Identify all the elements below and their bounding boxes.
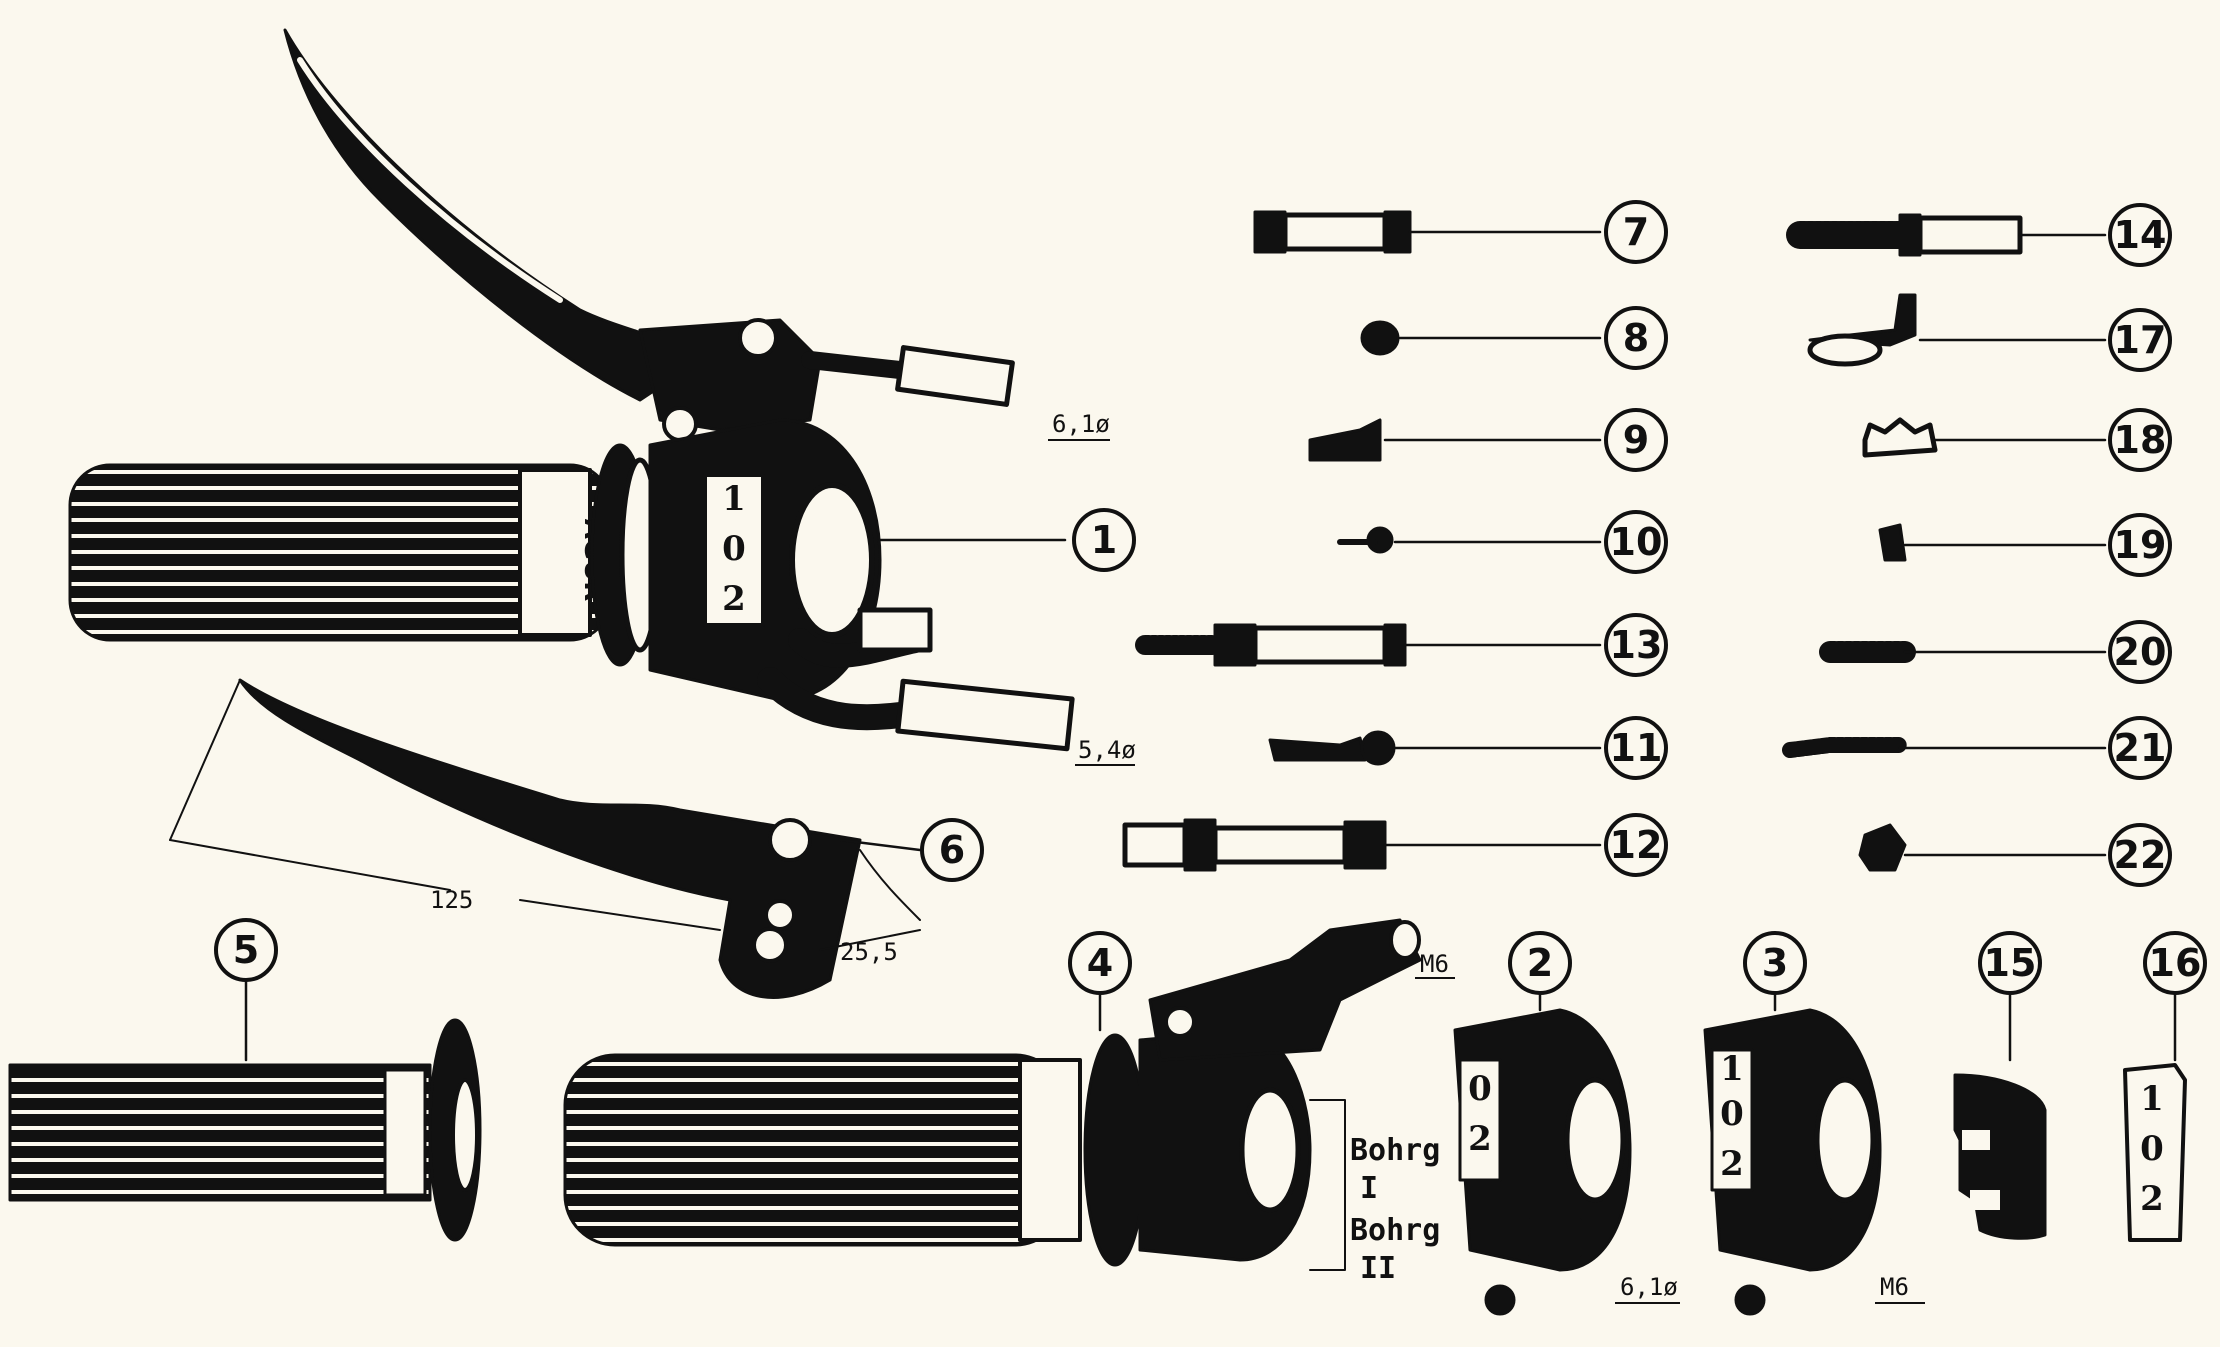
svg-text:1: 1 bbox=[2140, 1079, 2164, 1119]
grip-scale-marks: 1 0 2 bbox=[722, 479, 746, 619]
callout-circle-8 bbox=[1604, 306, 1668, 370]
small-parts-right-column bbox=[1782, 213, 2023, 872]
dimension-housing-3: M6 bbox=[1880, 1273, 1909, 1301]
callout-label-4: 4 bbox=[1087, 941, 1113, 985]
callout-circle-7 bbox=[1604, 200, 1668, 264]
callout-label-21: 21 bbox=[2114, 726, 2167, 770]
clutch-lever bbox=[283, 28, 702, 402]
cable-bracket bbox=[1148, 918, 1422, 1062]
brake-lever: 125 25,5 bbox=[169, 678, 921, 999]
scale-ring-part-16: 1 0 2 bbox=[2123, 1063, 2187, 1242]
callout-circle-1 bbox=[1072, 508, 1136, 572]
housing-part-2: 0 2 bbox=[1453, 1008, 1632, 1316]
svg-text:0: 0 bbox=[722, 529, 746, 569]
callout-label-16: 16 bbox=[2149, 941, 2202, 985]
callout-circle-18 bbox=[2108, 408, 2172, 472]
callout-circle-21 bbox=[2108, 716, 2172, 780]
small-parts-left-column bbox=[1122, 210, 1412, 872]
svg-text:0: 0 bbox=[1720, 1094, 1744, 1134]
leader-lines bbox=[244, 230, 2177, 1062]
callout-label-7: 7 bbox=[1623, 210, 1649, 254]
callout-circle-5 bbox=[214, 918, 278, 982]
callout-circle-19 bbox=[2108, 513, 2172, 577]
throttle-grip-assembly: AGUR 1 0 2 bbox=[68, 28, 1075, 752]
dimension-top-cable: 6,1ø bbox=[1052, 410, 1110, 438]
bore-1-label: Bohrg bbox=[1350, 1133, 1440, 1168]
callout-label-8: 8 bbox=[1623, 316, 1649, 360]
callout-circle-17 bbox=[2108, 308, 2172, 372]
dimension-housing-2: 6,1ø bbox=[1620, 1273, 1678, 1301]
left-grip: AGUR bbox=[8, 1018, 482, 1242]
callout-label-17: 17 bbox=[2114, 318, 2167, 362]
lever-length-dimension: 125 bbox=[430, 886, 473, 914]
housing-part-3: 1 0 2 bbox=[1703, 1008, 1882, 1316]
callout-circle-12 bbox=[1604, 813, 1668, 877]
callout-label-1: 1 bbox=[1091, 518, 1117, 562]
callout-circle-2 bbox=[1508, 931, 1572, 995]
callout-circle-6 bbox=[920, 818, 984, 882]
callout-label-5: 5 bbox=[233, 928, 259, 972]
callout-label-14: 14 bbox=[2114, 213, 2167, 257]
callout-circle-9 bbox=[1604, 408, 1668, 472]
callout-label-18: 18 bbox=[2114, 418, 2167, 462]
segment-part-15 bbox=[1953, 1073, 2047, 1240]
callout-circle-10 bbox=[1604, 510, 1668, 574]
callout-circle-4 bbox=[1068, 931, 1132, 995]
dimension-lower-cable: 5,4ø bbox=[1078, 736, 1136, 764]
svg-text:2: 2 bbox=[1468, 1119, 1492, 1159]
callout-circle-13 bbox=[1604, 613, 1668, 677]
dimension-bracket-thread: M6 bbox=[1420, 950, 1449, 978]
svg-text:0: 0 bbox=[1468, 1069, 1492, 1109]
svg-text:2: 2 bbox=[722, 579, 746, 619]
callout-circle-11 bbox=[1604, 716, 1668, 780]
callout-label-3: 3 bbox=[1762, 941, 1788, 985]
callout-circle-15 bbox=[1978, 931, 2042, 995]
bore-1-number: I bbox=[1360, 1171, 1378, 1206]
callout-circle-16 bbox=[2143, 931, 2207, 995]
bore-2-label: Bohrg bbox=[1350, 1213, 1440, 1248]
callout-label-6: 6 bbox=[939, 828, 965, 872]
callout-circle-3 bbox=[1743, 931, 1807, 995]
svg-text:2: 2 bbox=[1720, 1144, 1744, 1184]
callout-label-20: 20 bbox=[2114, 630, 2167, 674]
callout-label-2: 2 bbox=[1527, 941, 1553, 985]
dimension-labels: 6,1ø 5,4ø M6 6,1ø M6 bbox=[1048, 410, 1925, 1304]
svg-text:2: 2 bbox=[2140, 1179, 2164, 1219]
svg-text:1: 1 bbox=[722, 479, 746, 519]
bore-2-number: II bbox=[1360, 1251, 1396, 1286]
callout-label-15: 15 bbox=[1984, 941, 2037, 985]
callout-label-9: 9 bbox=[1623, 418, 1649, 462]
callout-circle-20 bbox=[2108, 620, 2172, 684]
callout-label-13: 13 bbox=[1610, 623, 1663, 667]
callout-circle-14 bbox=[2108, 203, 2172, 267]
callout-label-11: 11 bbox=[1610, 726, 1663, 770]
callout-label-22: 22 bbox=[2114, 833, 2167, 877]
callout-label-19: 19 bbox=[2114, 523, 2167, 567]
callout-label-10: 10 bbox=[1610, 520, 1663, 564]
svg-text:1: 1 bbox=[1720, 1049, 1744, 1089]
lever-offset-dimension: 25,5 bbox=[840, 938, 898, 966]
right-grip-assembly: AGUR Bohrg I Bohrg II bbox=[563, 918, 1440, 1286]
callout-circle-22 bbox=[2108, 823, 2172, 887]
callout-label-12: 12 bbox=[1610, 823, 1663, 867]
svg-text:0: 0 bbox=[2140, 1129, 2164, 1169]
